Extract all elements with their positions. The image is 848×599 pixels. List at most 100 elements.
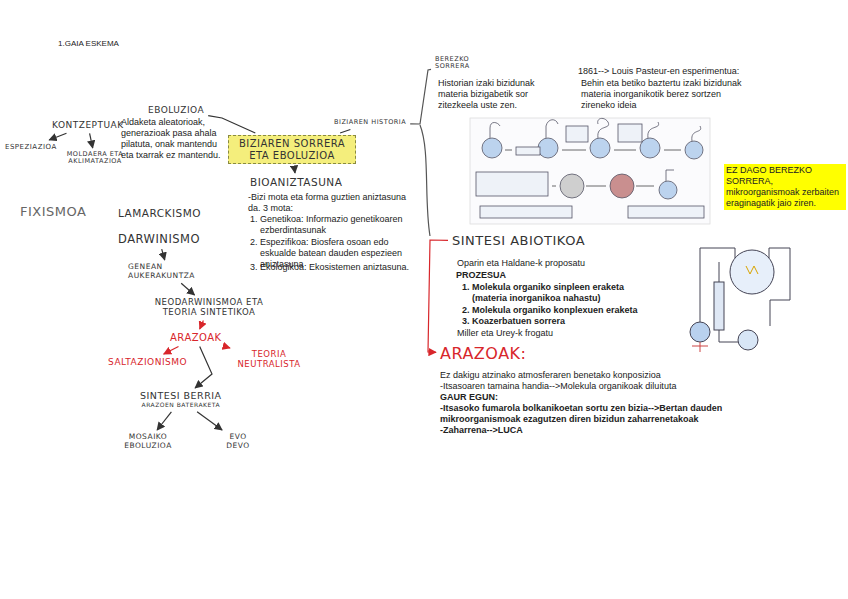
main-topic-box: BIZIAREN SORRERA ETA EBOLUZIOA: [228, 135, 356, 164]
node-text: KONTZEPTUAK: [52, 120, 124, 130]
connector: [225, 347, 230, 349]
theory-name: FIXISMOA: [18, 204, 88, 221]
problem-heading: ARAZOAK: [168, 331, 224, 345]
node-text: MOSAIKO EBOLUZIOA: [114, 433, 182, 450]
illustration-part: [480, 206, 572, 218]
node-text: SINTESI ABIOTIKOA: [452, 234, 585, 249]
text-note: 2. Molekula organiko konplexuen eraketa: [462, 305, 658, 316]
node-text: EVO DEVO: [220, 433, 256, 450]
illustration-part: [618, 124, 642, 142]
text-note: 1861--> Louis Pasteur-en esperimentua:: [578, 66, 778, 77]
connector: [200, 321, 204, 330]
illustration-part: [590, 138, 610, 158]
illustration-part: [505, 150, 681, 151]
node-text: BEREZKO SORRERA: [435, 56, 489, 71]
theory-name: MOSAIKO EBOLUZIOA: [112, 432, 184, 451]
topic-heading: SINTESI ABIOTIKOA: [450, 233, 587, 250]
illustration-part: [714, 282, 724, 330]
node-text: ARAZOAK:: [440, 345, 526, 363]
text-note: PROZESUA: [456, 270, 556, 281]
highlight-note: EZ DAGO BEREZKO SORRERA, mikroorganismoa…: [724, 164, 846, 210]
topic-heading: BIZIAREN HISTORIA: [332, 118, 408, 127]
illustration-part: [482, 138, 502, 158]
illustration-part: [769, 248, 790, 326]
text-note: -Bizi mota eta forma guztien aniztasuna …: [248, 192, 416, 214]
topic-heading: BIOANIZTASUNA: [248, 175, 344, 189]
node-text: GENEAN AUKERAKUNTZA: [128, 263, 208, 280]
text-note: Aldaketa aleatorioak, generazioak pasa a…: [121, 117, 229, 161]
theory-name: SALTAZIONISMO: [106, 356, 189, 368]
illustration-part: [746, 266, 758, 274]
illustration-part: [666, 170, 674, 181]
text-note: 3. Ekologikoa: Ekosistemen aniztasuna.: [250, 262, 418, 273]
connector: [49, 133, 66, 140]
text-note: 1. Genetikoa: Informazio genetikoaren ez…: [250, 214, 418, 236]
connector: [410, 69, 431, 124]
illustration-part: [610, 174, 634, 198]
illustration-part: [690, 322, 710, 342]
illustration-part: [738, 330, 758, 350]
illustration-part: [692, 126, 701, 141]
illustration-part: [685, 141, 703, 159]
illustration-part: [640, 138, 660, 158]
bracket: [420, 125, 430, 236]
topic-heading: EBOLUZIOA: [146, 104, 206, 116]
text-note: Historian izaki bizidunak materia biziga…: [438, 78, 566, 111]
node-text: BIZIAREN SORRERA ETA EBOLUZIOA: [233, 138, 351, 161]
theory-name: TEORIA NEUTRALISTA: [232, 349, 306, 371]
node-text: SINTESI BERRIA: [140, 391, 222, 402]
pasteur-experiment: [470, 118, 710, 224]
node-text: MOLDAERA ETA AKLIMATAZIOA: [66, 151, 124, 166]
text-note: GAUR EGUN:: [440, 392, 730, 403]
illustration-part: [476, 172, 548, 196]
page-title: 1.GAIA ESKEMA: [58, 38, 119, 49]
node-text: BIOANIZTASUNA: [250, 176, 342, 188]
text-note: Oparin eta Haldane-k proposatu: [457, 258, 657, 269]
illustration-part: [566, 126, 588, 142]
illustration-part: [692, 342, 708, 352]
theory-name: NEODARWINISMOA ETA TEORIA SINTETIKOA: [134, 297, 284, 319]
connector: [90, 133, 93, 148]
illustration-part: [730, 250, 774, 294]
text-note: -Zaharrena-->LUCA: [440, 425, 730, 436]
text-note: 1. Molekula organiko sinpleen eraketa (m…: [462, 282, 658, 304]
node-text: EZ DAGO BEREZKO SORRERA, mikroorganismoa…: [726, 165, 844, 209]
text-note: -Itsasoko fumarola bolkanikoetan sortu z…: [440, 403, 740, 425]
node-text: ARAZOAK: [170, 332, 222, 344]
theory-name: GENEAN AUKERAKUNTZA: [126, 262, 210, 281]
connector: [181, 283, 194, 295]
illustration-part: [648, 122, 659, 138]
illustration-part: [719, 262, 738, 342]
illustration-part: [628, 206, 704, 218]
node-text: ESPEZIAZIOA: [5, 143, 57, 151]
topic-heading: BEREZKO SORRERA: [433, 55, 491, 72]
concept-heading: KONTZEPTUAK: [50, 119, 126, 131]
node-subtext: ARAZOEN BATERAKETA: [140, 402, 222, 409]
illustration-part: [490, 123, 500, 139]
connector: [195, 347, 212, 389]
connector: [294, 166, 296, 173]
theory-name: LAMARCKISMO: [116, 206, 203, 220]
connector: [340, 130, 350, 134]
illustration-part: [560, 174, 584, 198]
theory-name: DARWINISMO: [116, 232, 202, 247]
illustration-part: [546, 120, 558, 138]
node-text: SALTAZIONISMO: [108, 357, 187, 367]
concept-item: ESPEZIAZIOA: [3, 142, 59, 152]
connector: [162, 249, 165, 260]
node-text: NEODARWINISMOA ETA TEORIA SINTETIKOA: [136, 298, 282, 318]
illustration-part: [516, 147, 540, 155]
node-text: DARWINISMO: [118, 233, 200, 246]
node-text: FIXISMOA: [20, 205, 86, 220]
illustration-part: [552, 186, 654, 187]
connector: [164, 347, 179, 355]
text-note: -Itsasoaren tamaina handia-->Molekula or…: [440, 381, 730, 392]
text-note: 3. Koazerbatuen sorrera: [462, 316, 658, 327]
problem-heading: ARAZOAK:: [438, 344, 528, 364]
text-note: Behin eta betiko baztertu izaki biziduna…: [581, 78, 753, 111]
illustration-part: [659, 181, 677, 199]
illustration-part: [598, 118, 609, 138]
illustration-part: [470, 118, 710, 224]
node-text: TEORIA NEUTRALISTA: [234, 350, 304, 370]
